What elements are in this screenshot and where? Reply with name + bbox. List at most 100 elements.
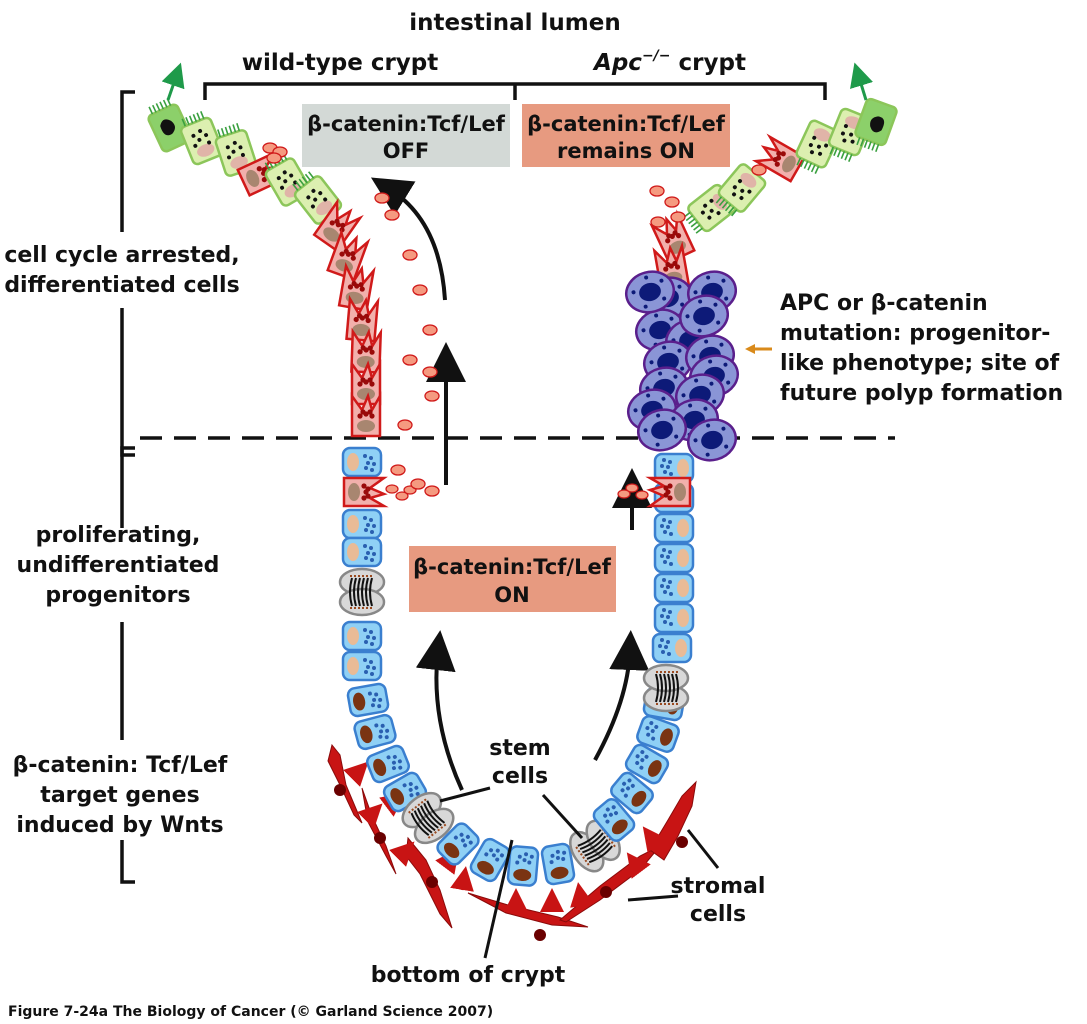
cell-p (653, 602, 695, 634)
mucus-droplet (402, 354, 418, 366)
polyp-cell (678, 294, 730, 338)
stromal-nucleus (676, 836, 688, 848)
mutation-label: APC or β-catenin mutation: progenitor- l… (780, 291, 1063, 406)
mucus-droplet (670, 211, 686, 223)
mucus-droplet (664, 196, 680, 208)
svg-text:cells: cells (492, 764, 548, 789)
polyp-cell (686, 418, 738, 462)
mucus-droplet (410, 478, 426, 490)
cell-e (715, 163, 767, 217)
svg-text:proliferating,: proliferating, (36, 523, 201, 548)
status-box-on: β-catenin:Tcf/Lef ON (409, 546, 616, 612)
bottom-pointer (483, 839, 514, 959)
migration-arrow-lower-right (593, 630, 650, 761)
stem-cell-pointer-left (439, 786, 491, 803)
svg-text:APC or β-catenin: APC or β-catenin (780, 291, 988, 316)
wnt-signal-arrow (450, 866, 474, 892)
stromal-pointer-lower (627, 894, 679, 902)
mucus-droplet (751, 164, 767, 176)
svg-text:β-catenin:Tcf/Lef: β-catenin:Tcf/Lef (527, 112, 726, 136)
cell-g (350, 359, 382, 406)
cell-p (341, 650, 383, 682)
cell-p (341, 620, 383, 652)
mucus-droplet (424, 390, 440, 402)
status-box-off: β-catenin:Tcf/Lef OFF (302, 104, 510, 167)
polyp-cell (636, 408, 688, 452)
svg-text:OFF: OFF (383, 139, 430, 163)
mucus-droplet (384, 209, 400, 221)
svg-text:stem: stem (489, 736, 550, 761)
stromal-pointer-upper (686, 829, 720, 869)
svg-text:β-catenin:Tcf/Lef: β-catenin:Tcf/Lef (413, 555, 612, 579)
mucus-droplet (412, 284, 428, 296)
cell-en (147, 98, 193, 153)
cell-pd (610, 771, 654, 815)
cell-g (345, 294, 380, 343)
cell-m (338, 567, 386, 617)
cell-pd (346, 682, 390, 718)
mucus-droplet (424, 485, 440, 497)
svg-text:ON: ON (494, 583, 529, 607)
cell-pd (436, 822, 480, 866)
differentiated-label: cell cycle arrested, differentiated cell… (4, 243, 239, 298)
svg-text:undifferentiated: undifferentiated (17, 553, 220, 578)
mucus-droplet (650, 216, 666, 228)
cell-pd (506, 845, 540, 887)
stromal-cells (327, 743, 697, 941)
wild-type-crypt-label: wild-type crypt (242, 50, 439, 76)
shedding-arrow-right (850, 62, 873, 101)
cell-m (642, 663, 690, 713)
polyp-cell (624, 270, 676, 314)
status-box-remains-on: β-catenin:Tcf/Lef remains ON (522, 104, 730, 167)
mucus-droplet (402, 249, 418, 261)
stromal-cell (649, 780, 697, 861)
cell-p (341, 508, 383, 540)
cell-g (312, 198, 364, 253)
mucus-droplet (266, 152, 282, 164)
proliferating-label: proliferating, undifferentiated progenit… (17, 523, 220, 608)
svg-text:induced by Wnts: induced by Wnts (16, 813, 223, 838)
cell-pd (353, 713, 397, 751)
mucus-droplet (422, 324, 438, 336)
mucus-droplet (397, 419, 413, 431)
svg-text:β-catenin:Tcf/Lef: β-catenin:Tcf/Lef (307, 112, 506, 136)
wnt-signal-arrow (642, 826, 667, 853)
stromal-cell (467, 892, 589, 928)
migration-arrow-upper-left (370, 177, 447, 301)
cell-pd (592, 798, 636, 842)
mucus-droplet (649, 185, 665, 197)
svg-text:like phenotype; site of: like phenotype; site of (780, 351, 1060, 376)
stromal-cell (327, 743, 363, 824)
cell-g (326, 228, 371, 282)
stromal-nucleus (374, 832, 386, 844)
svg-text:mutation: progenitor-: mutation: progenitor- (780, 321, 1050, 346)
cell-e (292, 171, 343, 225)
wnt-signal-arrow (357, 803, 383, 829)
apc-crypt-label: Apc−/− crypt (592, 48, 746, 76)
cell-e (795, 119, 841, 174)
cell-p (653, 542, 695, 574)
stromal-nucleus (334, 784, 346, 796)
mucus-droplet (374, 192, 390, 204)
svg-text:target genes: target genes (40, 783, 199, 808)
stromal-nucleus (600, 886, 612, 898)
figure-caption: Figure 7-24a The Biology of Cancer (© Ga… (8, 1004, 493, 1020)
stromal-nucleus (534, 929, 546, 941)
cell-pd (366, 744, 410, 784)
cell-g2 (617, 476, 692, 508)
stromal-nucleus (426, 876, 438, 888)
wnt-signal-arrow (389, 841, 415, 867)
crypt-bracket (203, 82, 827, 100)
cell-g2 (342, 476, 417, 508)
wnt-signal-arrow (626, 852, 651, 879)
svg-text:future polyp formation: future polyp formation (780, 381, 1063, 406)
cell-pd (636, 715, 680, 753)
svg-text:cell cycle arrested,: cell cycle arrested, (4, 243, 239, 268)
cell-p (653, 572, 695, 604)
wnt-signal-arrow (570, 882, 594, 908)
migration-arrow-lower-left (415, 630, 464, 791)
svg-text:β-catenin: Tcf/Lef: β-catenin: Tcf/Lef (13, 753, 228, 778)
cell-pd (469, 837, 511, 883)
epithelial-cells (147, 97, 898, 887)
wnt-target-genes-label: β-catenin: Tcf/Lef target genes induced … (13, 753, 228, 838)
